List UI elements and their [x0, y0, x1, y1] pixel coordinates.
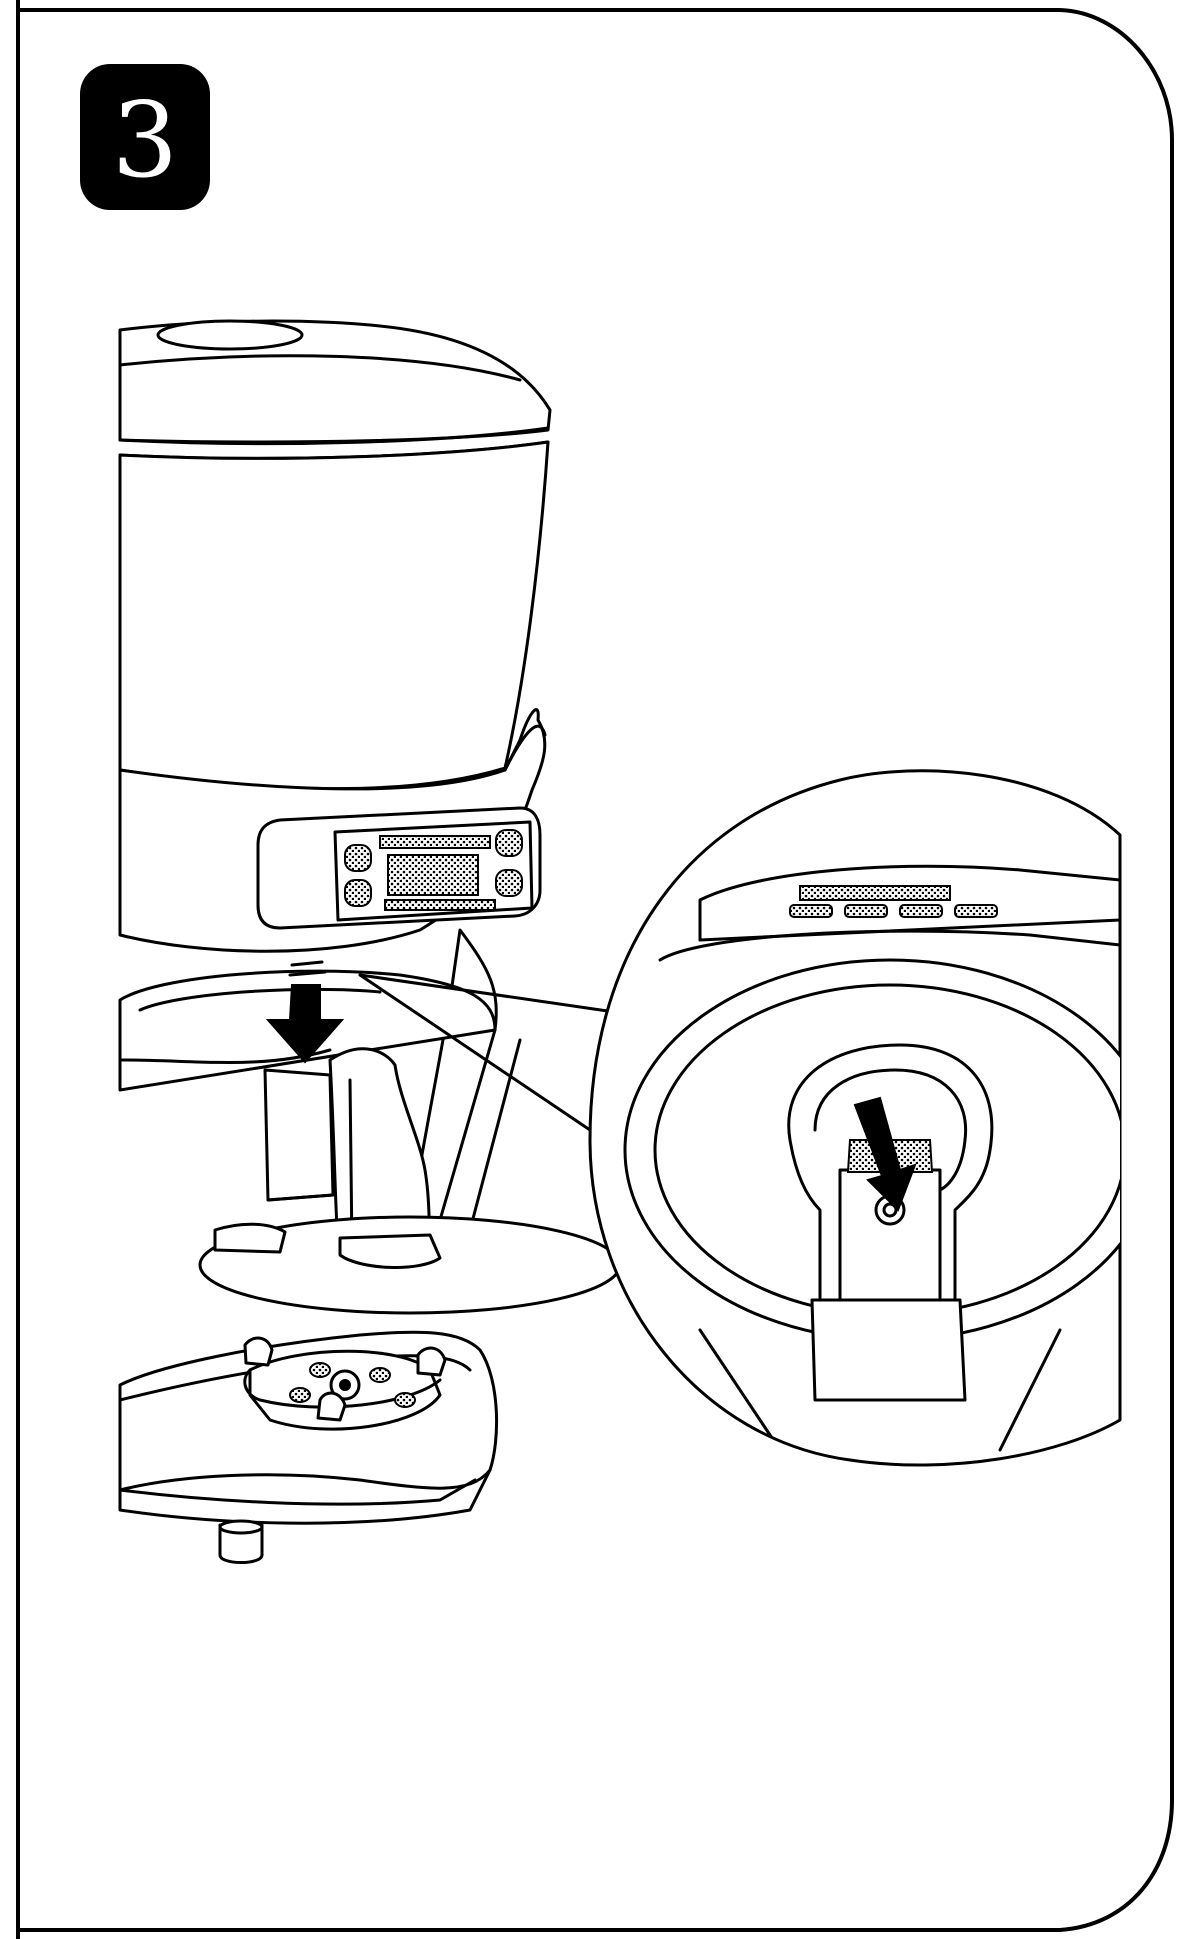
step-badge: 3 — [80, 64, 210, 210]
panel-button — [496, 870, 522, 896]
feeder-device — [120, 321, 620, 1563]
panel-display — [388, 855, 478, 895]
feeder-foot — [220, 1521, 262, 1563]
control-panel — [258, 808, 540, 928]
panel-button — [496, 830, 522, 856]
panel-button — [345, 880, 371, 906]
step-number: 3 — [112, 88, 178, 192]
feeder-hopper — [120, 442, 548, 789]
lid-knob — [158, 321, 302, 349]
panel-button — [345, 845, 371, 871]
